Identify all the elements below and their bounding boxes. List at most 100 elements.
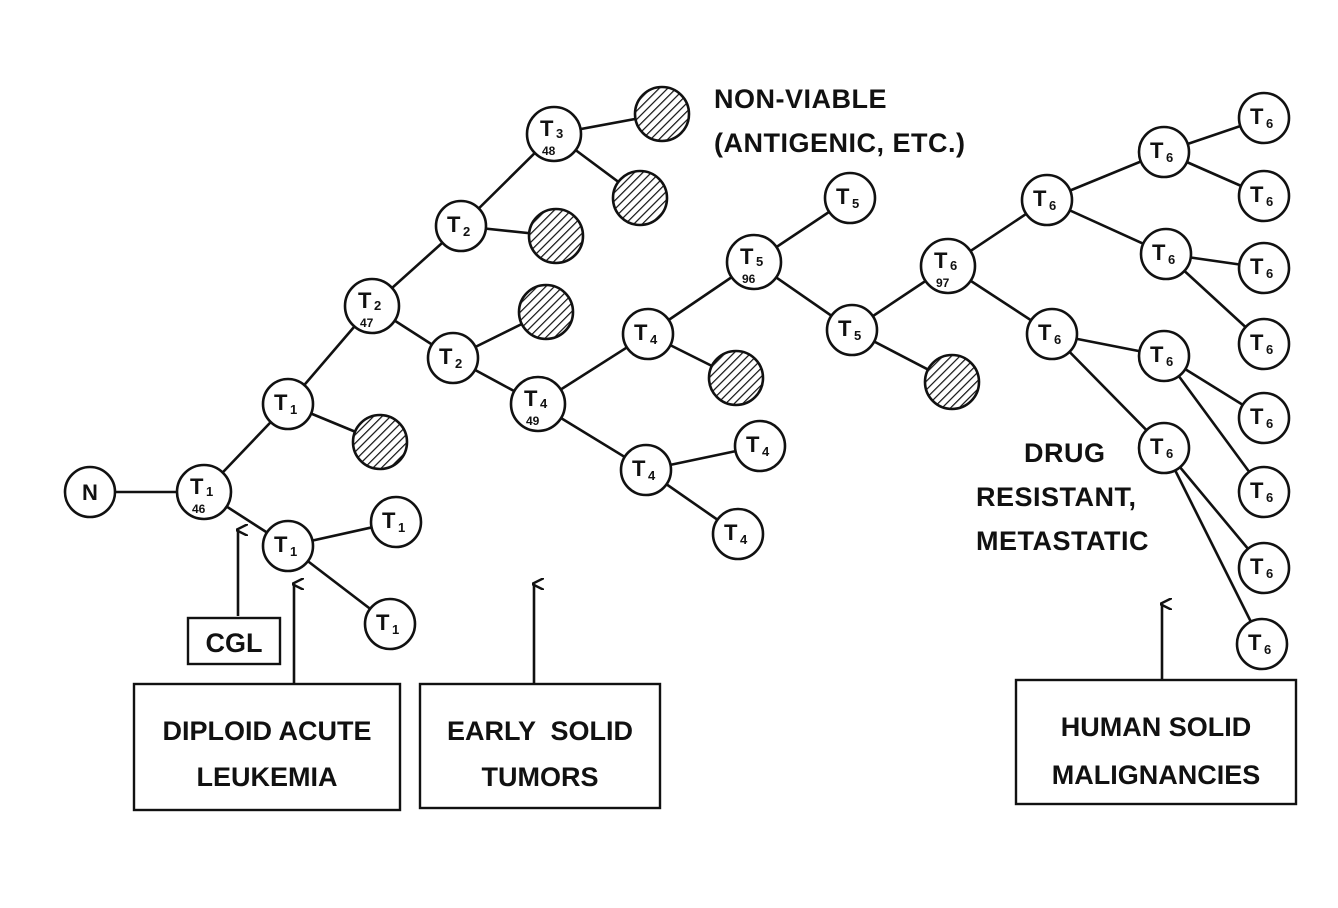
node-subscript: 1 <box>398 520 405 535</box>
node-subscript: 6 <box>1166 354 1173 369</box>
node-subscript: 1 <box>206 484 213 499</box>
node-label: T <box>1250 330 1264 355</box>
node-label: T <box>1250 478 1264 503</box>
node-label: T <box>439 344 453 369</box>
node-label: T <box>740 244 754 269</box>
node-label: T <box>1152 240 1166 265</box>
node-t6-leaf-4: T 6 <box>1237 317 1291 371</box>
node-t6-leaf-8: T 6 <box>1235 617 1289 671</box>
early-solid-tumors-box: EARLY SOLID TUMORS <box>418 682 662 810</box>
node-t2-main: T 2 47 <box>343 277 401 335</box>
node-label: T <box>190 474 204 499</box>
node-subscript: 6 <box>1266 342 1273 357</box>
node-label: T <box>358 288 372 313</box>
node-t6-up: T 6 <box>1020 173 1074 227</box>
node-n: N <box>63 465 117 519</box>
node-subscript: 6 <box>1049 198 1056 213</box>
node-subscript: 6 <box>1266 490 1273 505</box>
human-solid-malignancies-box: HUMAN SOLID MALIGNANCIES <box>1014 678 1298 806</box>
node-label: T <box>447 212 461 237</box>
node-t4-leaf-b: T 4 <box>711 507 765 561</box>
node-subscript: 5 <box>756 254 763 269</box>
node-chromosome-count: 47 <box>360 316 374 330</box>
node-label: T <box>524 386 538 411</box>
drug-resistant-label-line3: METASTATIC <box>976 526 1149 556</box>
node-label: T <box>1250 254 1264 279</box>
node-chromosome-count: 96 <box>742 272 756 286</box>
node-label: T <box>1150 138 1164 163</box>
node-subscript: 6 <box>1166 150 1173 165</box>
node-subscript: 6 <box>1266 566 1273 581</box>
drug-resistant-label-line1: DRUG <box>1024 438 1106 468</box>
node-subscript: 6 <box>1168 252 1175 267</box>
node-t6-leaf-2: T 6 <box>1237 169 1291 223</box>
node-t6-leaf-3: T 6 <box>1237 241 1291 295</box>
node-label: T <box>838 316 852 341</box>
edges <box>90 112 1266 645</box>
node-t1-root: T 1 46 <box>175 463 233 521</box>
node-label: T <box>1150 434 1164 459</box>
node-t6-main: T 6 97 <box>919 237 977 295</box>
node-subscript: 4 <box>740 532 748 547</box>
diploid-label-line1: DIPLOID ACUTE <box>163 716 372 746</box>
node-chromosome-count: 97 <box>936 276 950 290</box>
cgl-label: CGL <box>206 628 263 658</box>
diploid-label-line2: LEUKEMIA <box>197 762 338 792</box>
node-label: T <box>1250 104 1264 129</box>
node-subscript: 2 <box>463 224 470 239</box>
non-viable-node <box>633 85 691 143</box>
node-label: T <box>1250 554 1264 579</box>
arrows <box>238 530 1162 684</box>
node-label: T <box>1150 342 1164 367</box>
node-t6-up-a: T 6 <box>1137 125 1191 179</box>
early-label-line2: TUMORS <box>482 762 599 792</box>
node-t6-low: T 6 <box>1025 307 1079 361</box>
edge <box>1162 355 1266 493</box>
node-label: T <box>274 532 288 557</box>
non-viable-node <box>517 283 575 341</box>
node-t5-top: T 5 <box>823 171 877 225</box>
node-t2-lower: T 2 <box>426 331 480 385</box>
non-viable-nodes <box>351 85 981 471</box>
node-label: T <box>1033 186 1047 211</box>
non-viable-label: NON-VIABLE <box>714 84 887 114</box>
node-label: T <box>1250 182 1264 207</box>
cell-nodes: N T 1 46 T 1 T 1 T 1 T 1 <box>63 91 1291 671</box>
node-t4-lower: T 4 <box>619 443 673 497</box>
node-t4-leaf-a: T 4 <box>733 419 787 473</box>
node-t5-mid: T 5 <box>825 303 879 357</box>
non-viable-node <box>351 413 409 471</box>
node-chromosome-count: 49 <box>526 414 540 428</box>
node-label: T <box>634 320 648 345</box>
cgl-box: CGL <box>186 616 282 666</box>
node-subscript: 4 <box>540 396 548 411</box>
non-viable-node <box>611 169 669 227</box>
node-label: T <box>934 248 948 273</box>
non-viable-node <box>923 353 981 411</box>
node-subscript: 5 <box>854 328 861 343</box>
node-label: T <box>724 520 738 545</box>
node-subscript: 1 <box>290 402 297 417</box>
node-t6-leaf-6: T 6 <box>1237 465 1291 519</box>
node-t6-low-b: T 6 <box>1137 421 1191 475</box>
human-label-line2: MALIGNANCIES <box>1052 760 1261 790</box>
node-t6-leaf-1: T 6 <box>1237 91 1291 145</box>
drug-resistant-label-line2: RESISTANT, <box>976 482 1137 512</box>
node-label: T <box>274 390 288 415</box>
node-subscript: 6 <box>1266 116 1273 131</box>
node-subscript: 6 <box>1264 642 1271 657</box>
node-label: T <box>1248 630 1262 655</box>
edge <box>1162 447 1264 645</box>
node-label: T <box>746 432 760 457</box>
node-t5-main: T 5 96 <box>725 233 783 291</box>
node-subscript: 1 <box>392 622 399 637</box>
node-subscript: 2 <box>455 356 462 371</box>
node-label: T <box>632 456 646 481</box>
node-subscript: 6 <box>1266 194 1273 209</box>
node-t3: T 3 48 <box>525 105 583 163</box>
node-t6-leaf-5: T 6 <box>1237 391 1291 445</box>
node-subscript: 6 <box>1266 416 1273 431</box>
node-t1-lower: T 1 <box>261 519 315 573</box>
node-t4-main: T 4 49 <box>509 375 567 433</box>
early-label-line1: EARLY SOLID <box>447 716 633 746</box>
